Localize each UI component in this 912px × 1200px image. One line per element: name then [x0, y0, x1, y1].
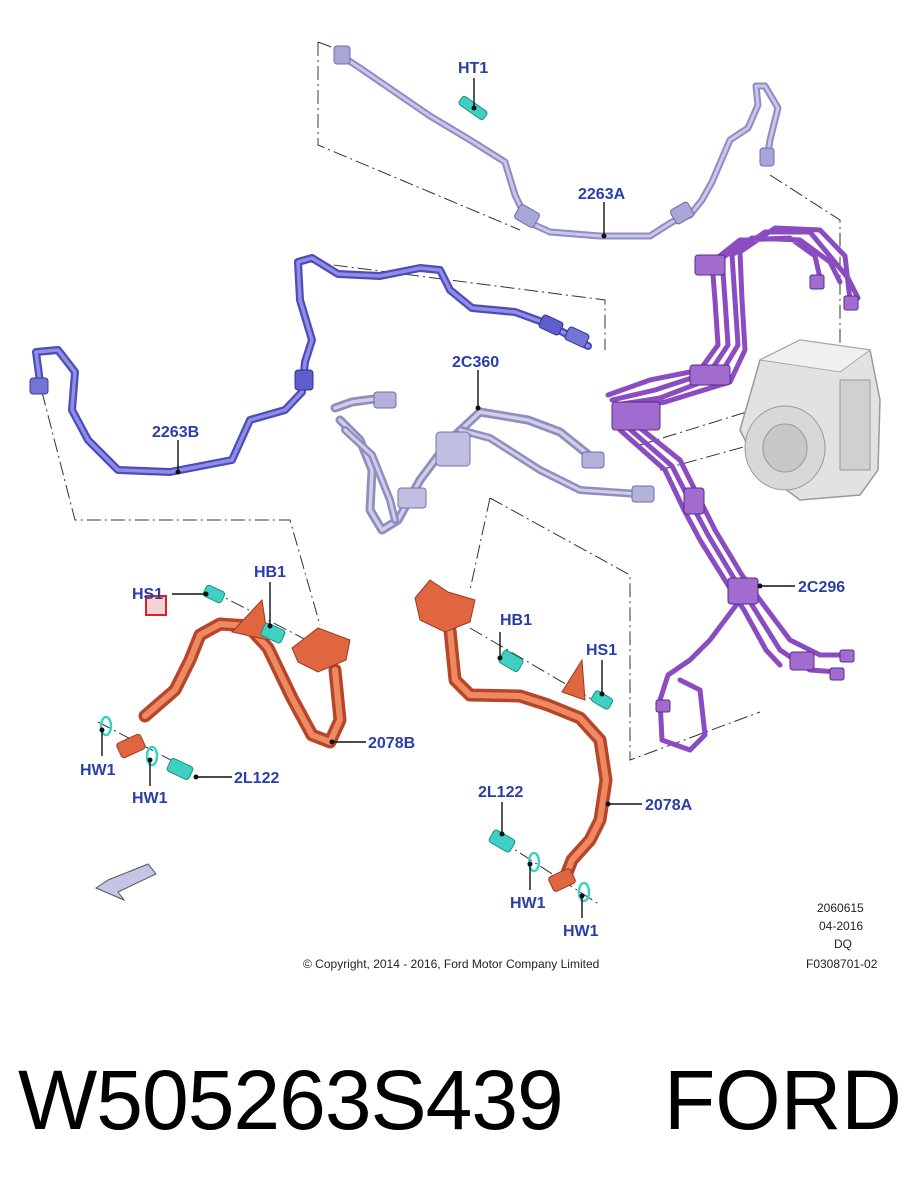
brake-lines-exploded-diagram: HT1 2263A 2263B 2C360 2C296 HS1 HB1 HW1 …: [29, 41, 881, 971]
brake-line-2263a: [333, 45, 782, 240]
callout-hw1-left-b: HW1: [132, 790, 168, 807]
drawing-reference: F0308701-02: [806, 957, 878, 971]
fasteners: [99, 584, 614, 903]
callout-ht1: HT1: [458, 60, 488, 77]
washers: [99, 715, 591, 903]
callout-2l122-left: 2L122: [234, 770, 279, 787]
part-number: W505263S439: [18, 1053, 564, 1147]
highlight-marker: [145, 595, 167, 616]
direction-arrow-icon: [94, 863, 157, 902]
bolt-hs1-right: [590, 690, 614, 710]
brake-line-2c360: [330, 391, 655, 535]
bolt-hs1-left: [202, 584, 226, 604]
abs-module: [739, 339, 881, 501]
callout-hw1-right-b: HW1: [563, 923, 599, 940]
callout-hw1-right-a: HW1: [510, 895, 546, 912]
callout-2263b: 2263B: [152, 424, 199, 441]
copyright-notice: © Copyright, 2014 - 2016, Ford Motor Com…: [303, 957, 599, 971]
brand-name: FORD: [664, 1053, 902, 1147]
brake-hose-2078a: [414, 579, 613, 892]
callout-labels: HT1 2263A 2263B 2C360 2C296 HS1 HB1 HW1 …: [80, 60, 845, 940]
callout-2c360: 2C360: [452, 354, 499, 371]
drawing-code: DQ: [834, 937, 852, 951]
bolt-hb1-right: [498, 650, 524, 672]
drawing-date: 04-2016: [819, 919, 863, 933]
drawing-number: 2060615: [817, 901, 864, 915]
bolt-hb1-left: [260, 622, 286, 644]
brake-line-2263b: [29, 254, 592, 476]
callout-hw1-left-a: HW1: [80, 762, 116, 779]
brake-line-2c296: [605, 225, 861, 753]
callout-2263a: 2263A: [578, 186, 626, 203]
drawing-metadata: 2060615 04-2016 DQ F0308701-02 © Copyrig…: [303, 901, 878, 971]
bolt-2l122-right: [488, 829, 516, 853]
callout-2078b: 2078B: [368, 735, 415, 752]
callout-hs1-left: HS1: [132, 586, 163, 603]
callout-hb1-left: HB1: [254, 564, 286, 581]
callout-hs1-right: HS1: [586, 642, 617, 659]
leader-lines: [99, 78, 795, 918]
callout-2078a: 2078A: [645, 797, 693, 814]
bolt-2l122-left: [166, 758, 194, 780]
callout-hb1-right: HB1: [500, 612, 532, 629]
callout-2l122-right: 2L122: [478, 784, 523, 801]
brake-hose-2078b: [116, 598, 351, 759]
callout-2c296: 2C296: [798, 579, 845, 596]
